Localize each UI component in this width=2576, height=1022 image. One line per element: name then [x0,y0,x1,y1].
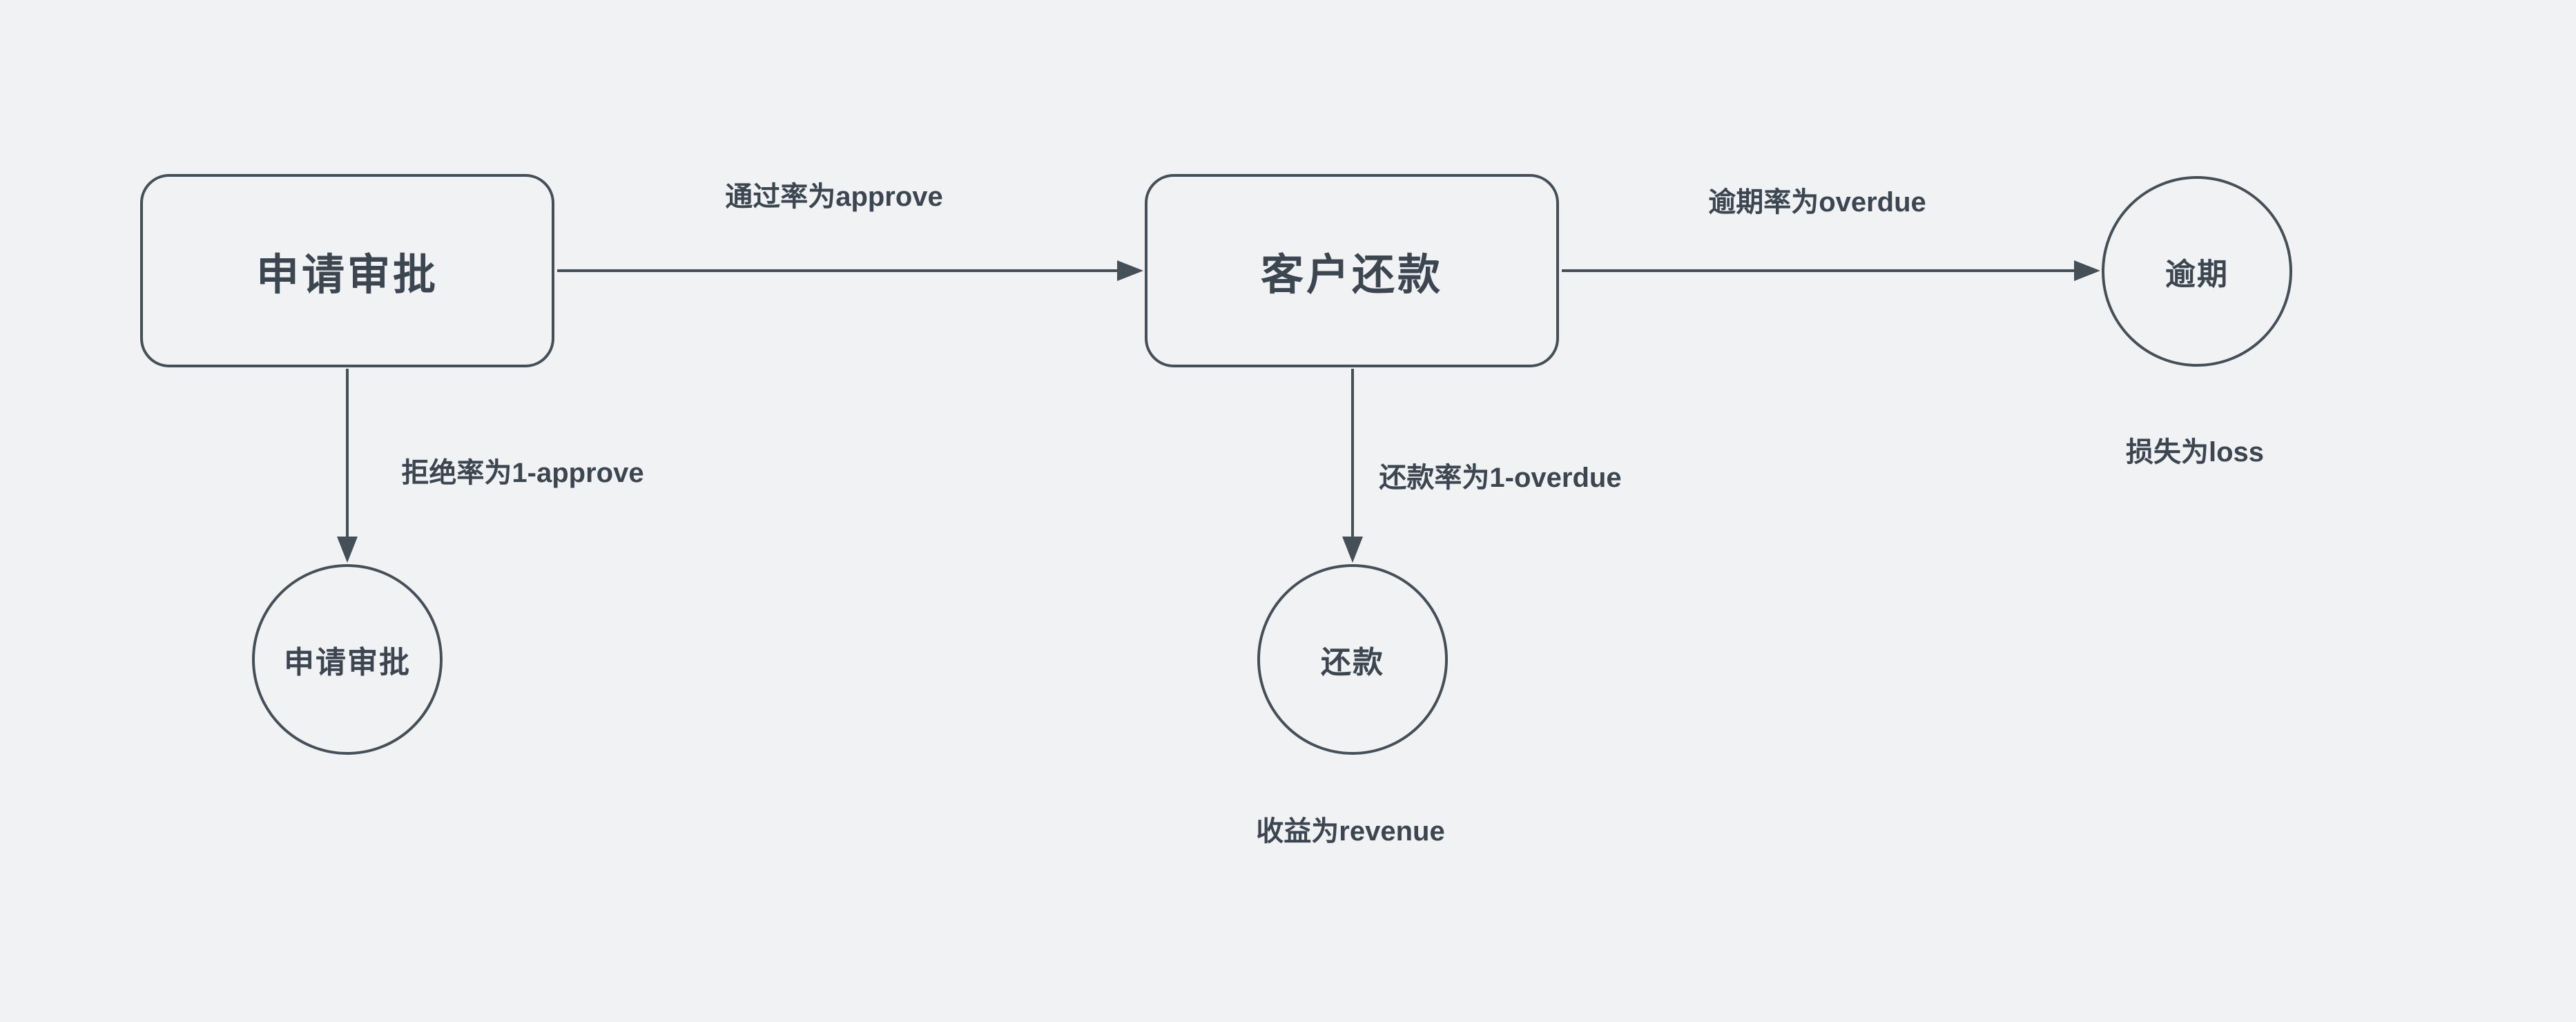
edge-label-overdue-rate[interactable]: 逾期率为overdue [1708,187,1926,218]
node-customer-repayment-box[interactable]: 客户还款 [1145,174,1559,367]
edge-label-repay-rate[interactable]: 还款率为1-overdue [1379,463,1622,493]
edge-reject-rate[interactable] [337,369,358,563]
node-overdue-circle[interactable]: 逾期 [2102,176,2292,367]
node-repayment-circle-label: 还款 [1321,646,1384,679]
edge-repay-rate[interactable] [1342,369,1363,563]
node-overdue-circle-label: 逾期 [2165,258,2229,291]
node-apply-approval-box-label: 申请审批 [255,251,438,299]
node-apply-approval-circle[interactable]: 申请审批 [252,564,443,755]
node-apply-approval-circle-label: 申请审批 [284,646,411,679]
annotation-loss[interactable]: 损失为loss [2125,437,2265,467]
edge-pass-rate[interactable] [557,260,1143,281]
node-apply-approval-box[interactable]: 申请审批 [140,174,554,367]
node-customer-repayment-box-label: 客户还款 [1260,251,1443,299]
edge-label-reject-rate[interactable]: 拒绝率为1-approve [401,458,644,488]
annotation-revenue[interactable]: 收益为revenue [1256,816,1445,847]
edge-overdue-rate[interactable] [1562,260,2100,281]
node-repayment-circle[interactable]: 还款 [1257,564,1448,755]
edge-label-pass-rate[interactable]: 通过率为approve [725,182,943,212]
